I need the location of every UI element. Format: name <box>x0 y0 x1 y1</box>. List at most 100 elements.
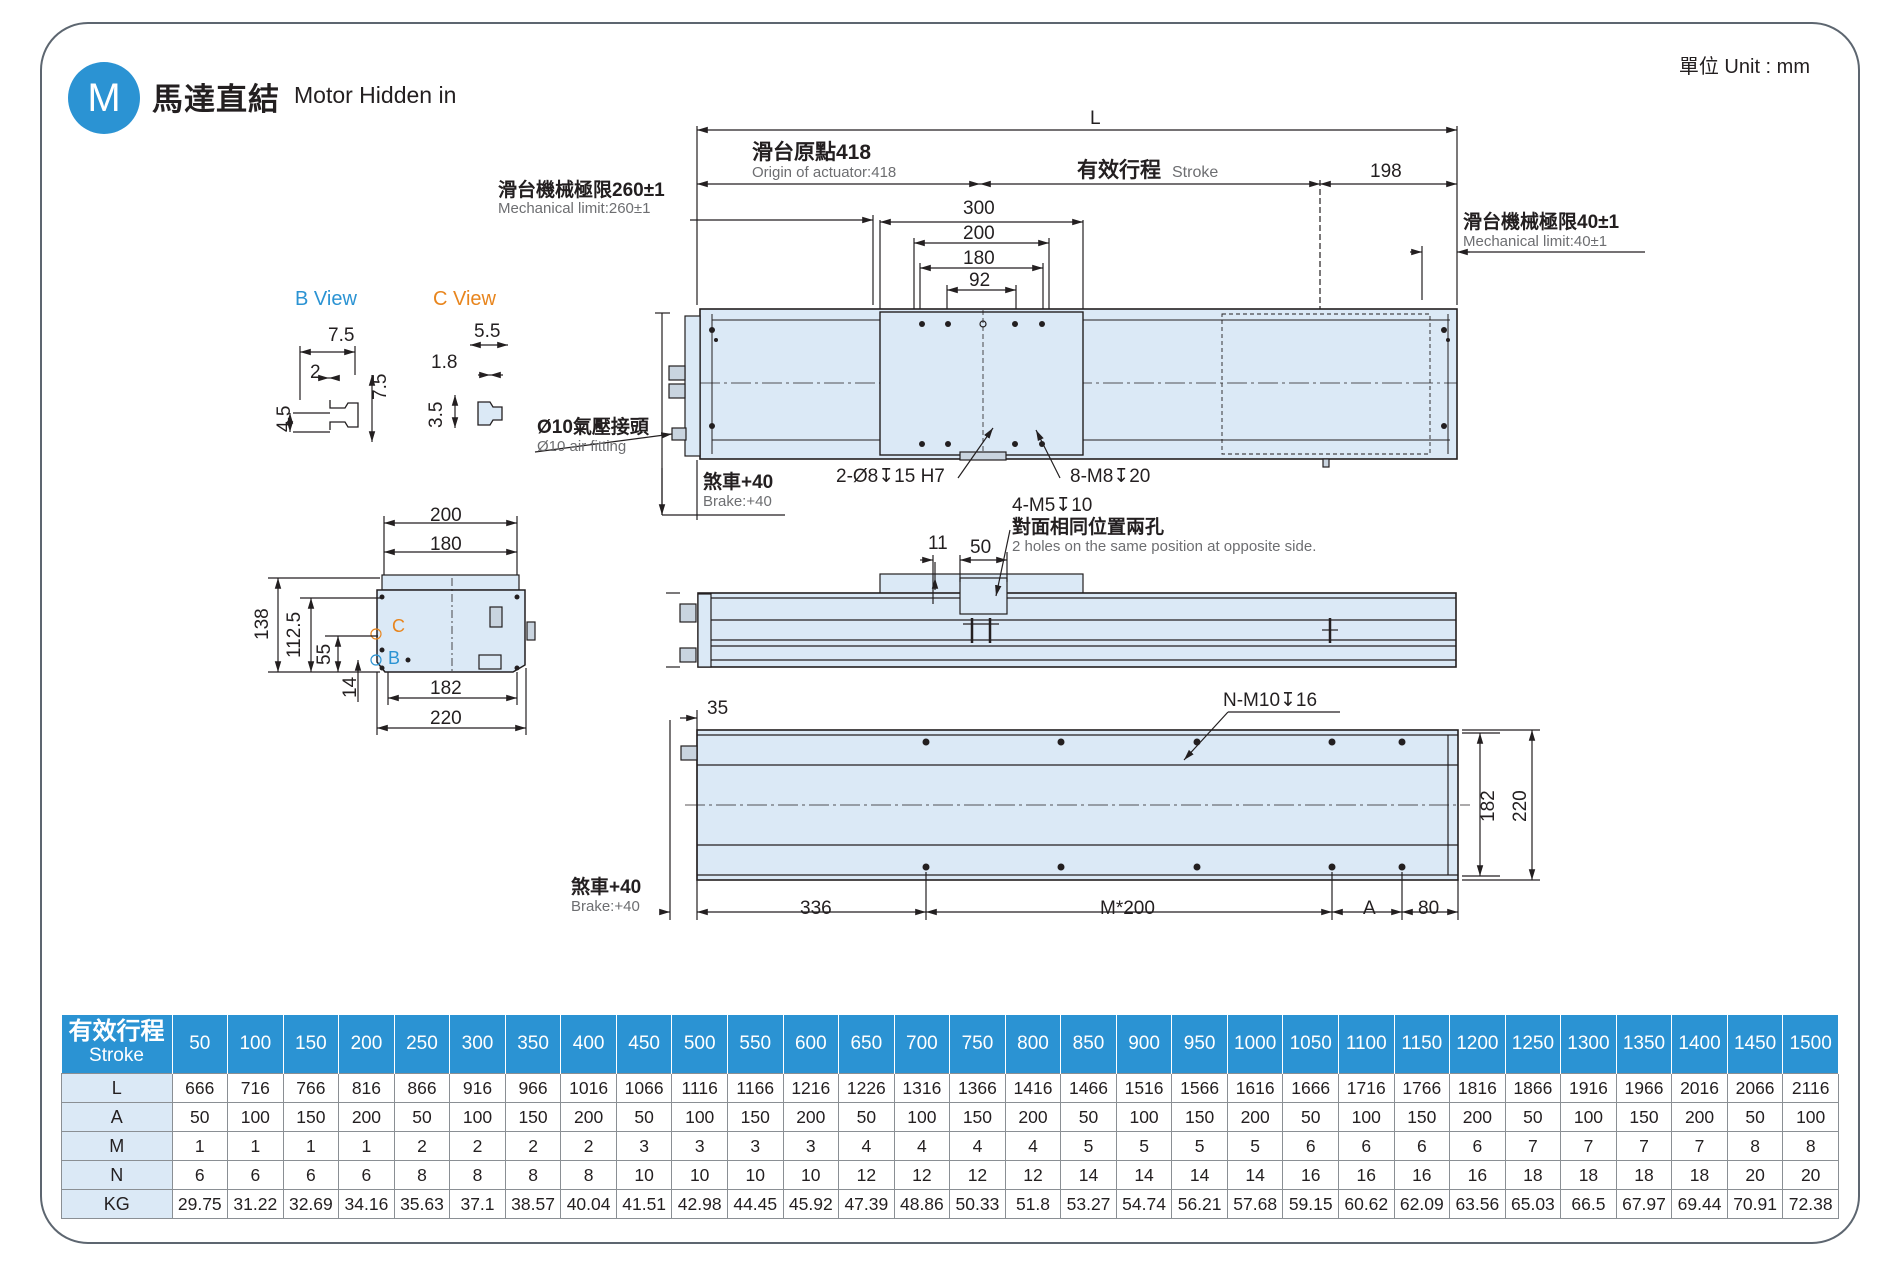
table-cell: 29.75 <box>171 1189 229 1219</box>
dim-11: 11 <box>928 533 948 554</box>
table-cell: 50 <box>615 1102 673 1132</box>
stroke-header-cell: 650 <box>838 1015 895 1074</box>
table-cell: 48.86 <box>893 1189 951 1219</box>
stroke-header-cell: 1250 <box>1505 1015 1562 1074</box>
table-cell: 16 <box>1393 1160 1451 1190</box>
table-cell: 2116 <box>1782 1073 1839 1103</box>
table-cell: 966 <box>504 1073 562 1103</box>
dim-m200: M*200 <box>1100 898 1155 919</box>
table-cell: 150 <box>282 1102 340 1132</box>
stroke-header-cell: 1400 <box>1671 1015 1728 1074</box>
table-cell: 35.63 <box>393 1189 451 1219</box>
table-cell: 150 <box>1615 1102 1673 1132</box>
brake-bottom-zh: 煞車+40 <box>571 875 641 898</box>
table-cell: 4 <box>838 1131 895 1161</box>
stroke-header-cell: 400 <box>560 1015 617 1074</box>
b-dim-4.5: 4.5 <box>274 406 295 432</box>
table-cell: 6 <box>171 1160 229 1190</box>
dim-92: 92 <box>969 270 990 291</box>
table-cell: 63.56 <box>1449 1189 1506 1219</box>
table-cell: 2 <box>560 1131 617 1161</box>
table-cell: 7 <box>1615 1131 1673 1161</box>
table-cell: 100 <box>1115 1102 1173 1132</box>
table-cell: 14 <box>1226 1160 1284 1190</box>
table-cell: 3 <box>615 1131 673 1161</box>
dim-L-label: L <box>1090 108 1101 129</box>
table-cell: 1116 <box>671 1073 728 1103</box>
stroke-label-en: Stroke <box>1172 164 1218 181</box>
table-cell: 66.5 <box>1560 1189 1617 1219</box>
b-view-detail <box>286 346 376 442</box>
table-cell: 1 <box>171 1131 229 1161</box>
table-cell: 6 <box>282 1160 340 1190</box>
stroke-header-cell: 450 <box>616 1015 673 1074</box>
dim-182-v: 182 <box>1478 790 1499 822</box>
table-cell: 70.91 <box>1726 1189 1784 1219</box>
mech-limit-right-en: Mechanical limit:40±1 <box>1463 233 1607 250</box>
stroke-header-cell: 1300 <box>1560 1015 1617 1074</box>
stroke-header-cell: 1200 <box>1449 1015 1506 1074</box>
table-cell: 12 <box>893 1160 951 1190</box>
table-cell: 716 <box>227 1073 284 1103</box>
table-cell: 6 <box>1449 1131 1506 1161</box>
stroke-header-cell: 850 <box>1060 1015 1117 1074</box>
table-cell: 2 <box>393 1131 451 1161</box>
stroke-header-cell: 200 <box>338 1015 395 1074</box>
pin-holes-label: 2-Ø8↧15 H7 <box>836 466 945 487</box>
table-cell: 31.22 <box>227 1189 284 1219</box>
table-cell: 150 <box>949 1102 1006 1132</box>
table-cell: 12 <box>838 1160 895 1190</box>
end-dim-200: 200 <box>430 505 462 526</box>
table-cell: 1716 <box>1337 1073 1395 1103</box>
table-cell: 7 <box>1671 1131 1728 1161</box>
end-dim-220: 220 <box>430 708 462 729</box>
table-cell: 8 <box>1726 1131 1784 1161</box>
table-cell: 6 <box>338 1160 395 1190</box>
end-dim-182: 182 <box>430 678 462 699</box>
table-cell: 1616 <box>1226 1073 1284 1103</box>
unit-label: 單位 Unit : mm <box>1678 56 1810 78</box>
table-cell: 50 <box>1282 1102 1339 1132</box>
table-cell: 47.39 <box>838 1189 895 1219</box>
table-cell: 2066 <box>1726 1073 1784 1103</box>
table-cell: 4 <box>893 1131 951 1161</box>
stroke-header-cell: 550 <box>727 1015 784 1074</box>
table-cell: 10 <box>671 1160 728 1190</box>
stroke-header-cell: 1000 <box>1227 1015 1284 1074</box>
table-cell: 1066 <box>615 1073 673 1103</box>
table-cell: 20 <box>1726 1160 1784 1190</box>
drawing-frame <box>40 22 1860 1244</box>
table-cell: 45.92 <box>782 1189 840 1219</box>
side-body <box>697 592 1457 668</box>
table-cell: 65.03 <box>1504 1189 1562 1219</box>
table-cell: 766 <box>282 1073 340 1103</box>
table-cell: 18 <box>1615 1160 1673 1190</box>
origin-label-zh: 滑台原點418 <box>752 140 871 164</box>
row-label: A <box>61 1102 173 1132</box>
table-cell: 20 <box>1782 1160 1839 1190</box>
table-cell: 16 <box>1449 1160 1506 1190</box>
b-dim-7.5-v: 7.5 <box>370 374 391 400</box>
stroke-header-cell: 900 <box>1116 1015 1173 1074</box>
end-dim-55: 55 <box>314 644 335 665</box>
table-cell: 150 <box>1393 1102 1451 1132</box>
table-cell: 50.33 <box>949 1189 1006 1219</box>
c-mark: C <box>392 616 405 636</box>
mech-limit-right-zh: 滑台機械極限40±1 <box>1463 210 1620 233</box>
stroke-header-cell: 950 <box>1171 1015 1228 1074</box>
table-cell: 1466 <box>1060 1073 1117 1103</box>
table-cell: 72.38 <box>1782 1189 1839 1219</box>
air-fitting-en: Ø10 air fitting <box>537 438 626 455</box>
table-cell: 866 <box>393 1073 451 1103</box>
table-cell: 57.68 <box>1226 1189 1284 1219</box>
dim-200: 200 <box>963 223 995 244</box>
end-view <box>268 516 536 735</box>
table-cell: 18 <box>1560 1160 1617 1190</box>
row-label: KG <box>61 1189 173 1219</box>
dim-180: 180 <box>963 248 995 269</box>
origin-label-en: Origin of actuator:418 <box>752 164 896 181</box>
table-cell: 1766 <box>1393 1073 1451 1103</box>
end-dim-180: 180 <box>430 534 462 555</box>
